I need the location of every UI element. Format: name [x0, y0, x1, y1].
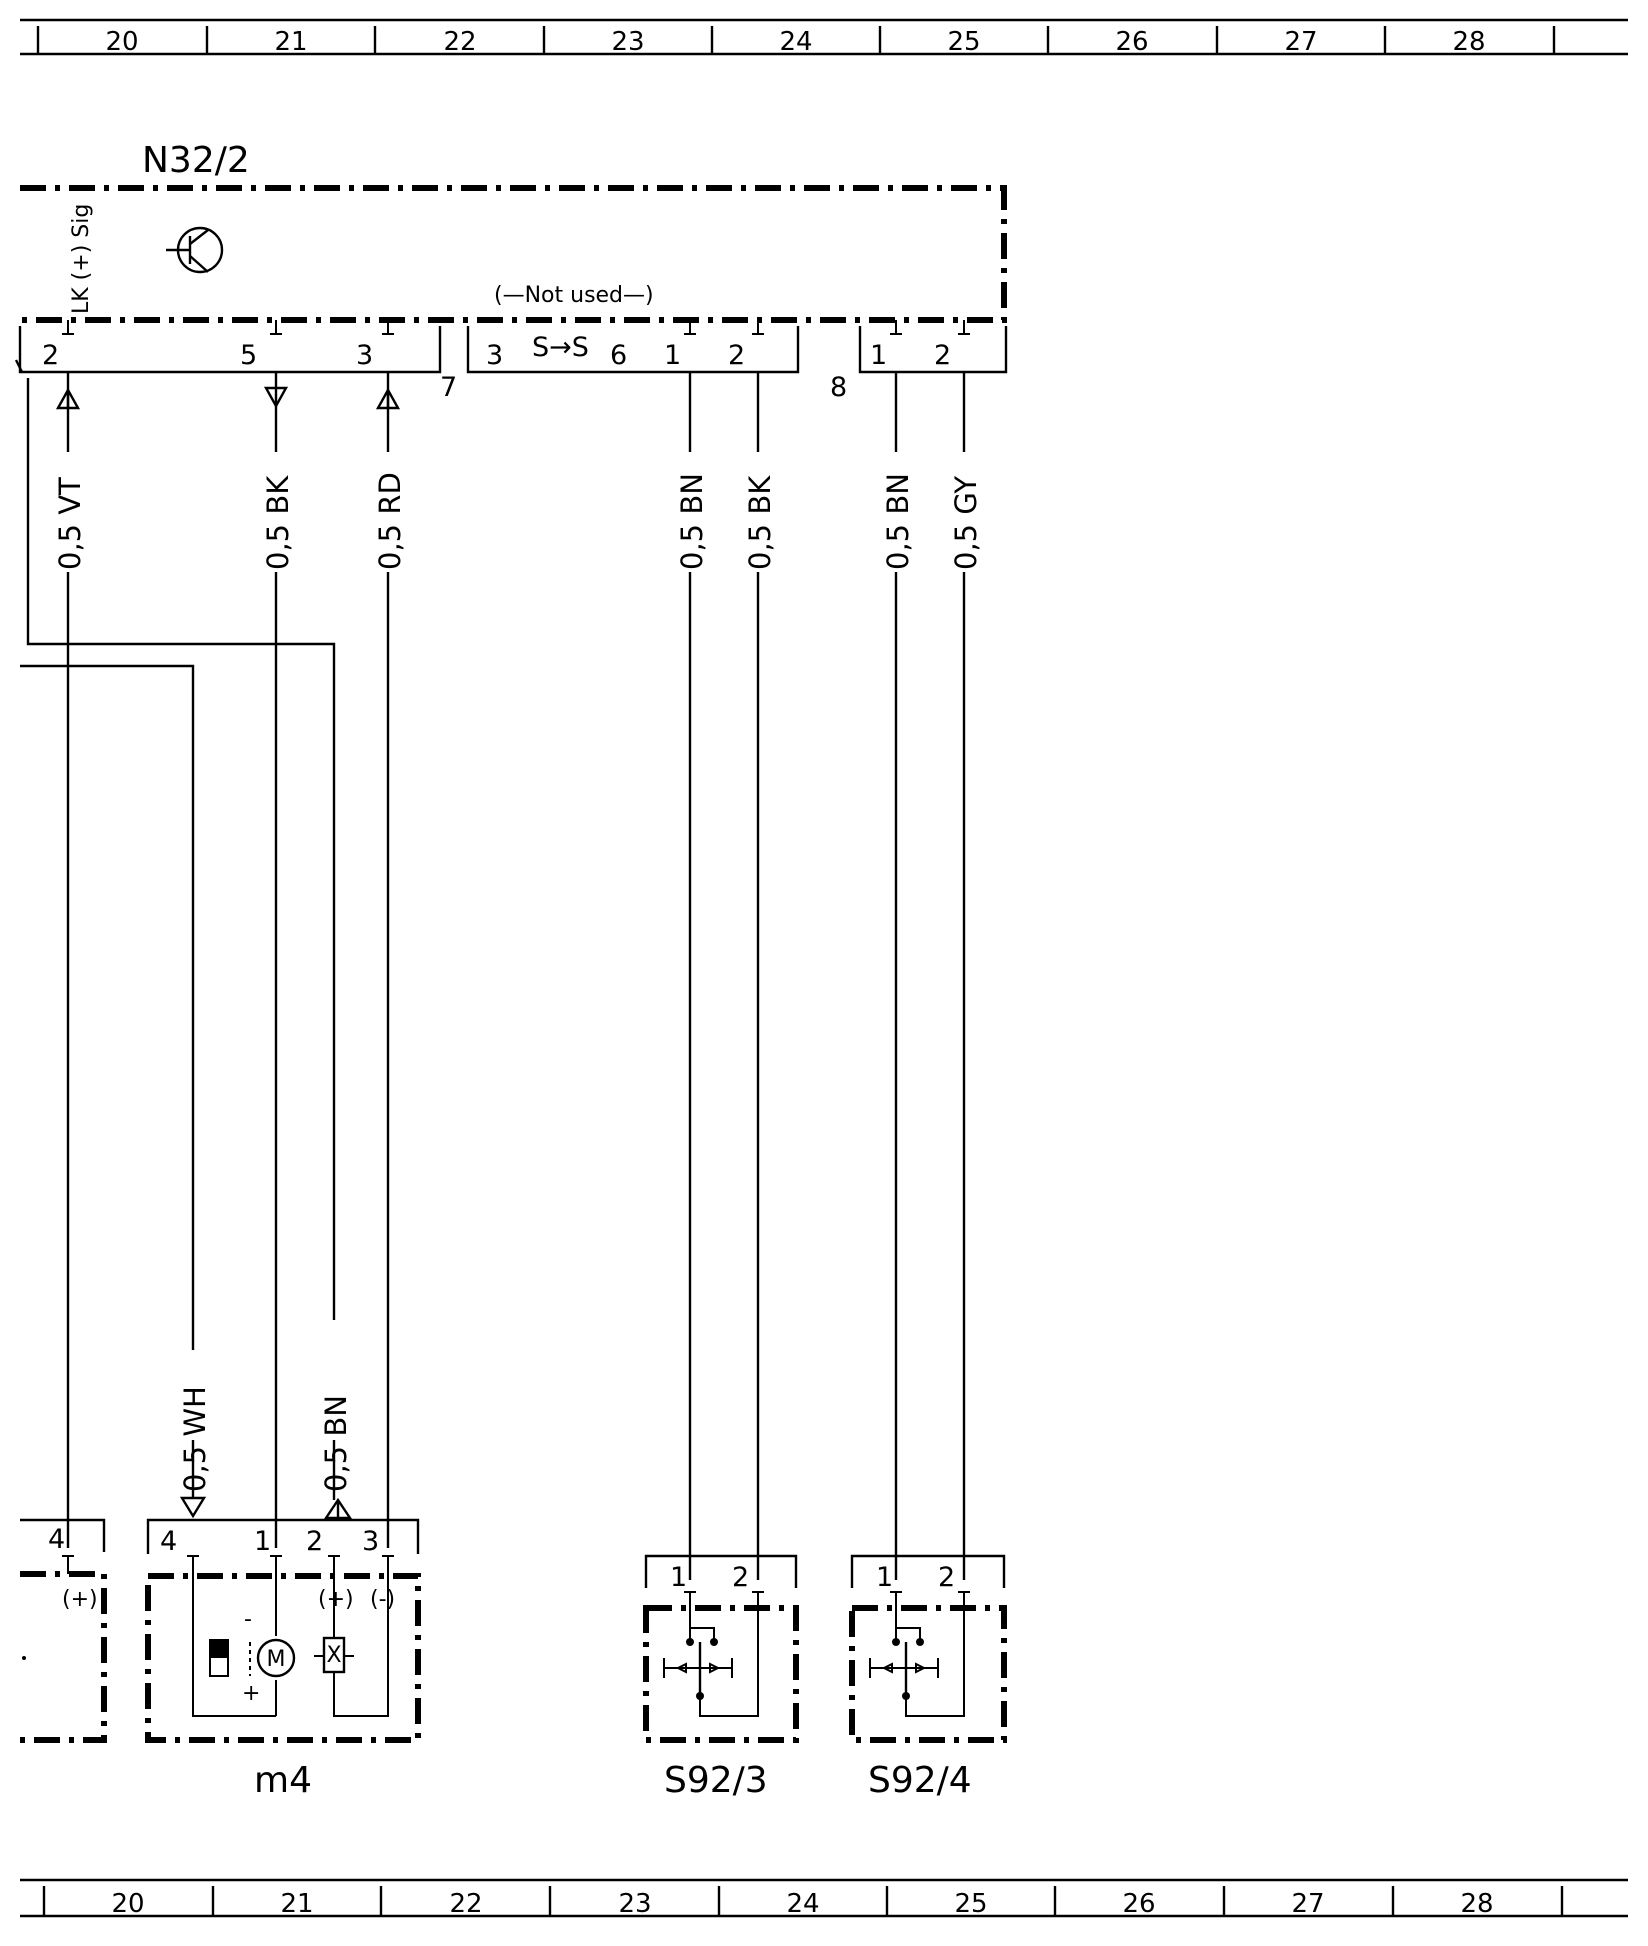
grid-col-20-bottom: 20 [111, 1889, 144, 1919]
bottom-grid-ruler: 20 21 22 23 24 25 26 27 28 [20, 1878, 1628, 1919]
s92-4-frame [849, 1605, 1007, 1743]
module-frame [20, 185, 1007, 323]
m4-polarity-minus: (-) [370, 1587, 395, 1612]
module-id-label: N32/2 [142, 140, 250, 181]
conn-7-pin-6: 6 [610, 340, 627, 371]
m4-polarity-plus: (+) [318, 1587, 354, 1612]
grid-col-25-bottom: 25 [954, 1889, 987, 1919]
component-s92-3: 1 2 S92/3 [643, 1554, 799, 1801]
grid-col-27-bottom: 27 [1291, 1889, 1324, 1919]
module-connectors: 2 5 3 7 3 S→S 6 1 2 8 1 2 [18, 320, 1008, 403]
grid-col-28: 28 [1452, 27, 1485, 57]
m4-frame [145, 1573, 421, 1743]
m4-sign-plus: + [242, 1681, 260, 1706]
conn-7-label: 7 [440, 372, 457, 403]
wire-label-gy-8: 0,5 GY [949, 476, 983, 570]
grid-col-22: 22 [443, 27, 476, 57]
svg-text:M: M [267, 1647, 286, 1672]
m4-pin-1: 1 [254, 1526, 271, 1557]
left-partial-polarity: (+) [62, 1587, 98, 1612]
position-switch-icon [209, 1639, 229, 1677]
transistor-icon [166, 226, 224, 274]
grid-col-28-bottom: 28 [1460, 1889, 1493, 1919]
left-partial-pin-4: 4 [48, 1524, 65, 1555]
svg-text:X: X [326, 1643, 341, 1668]
control-module-n32-2: N32/2 LK (+) Sig (—Not used—) [20, 140, 1007, 323]
grid-col-24-bottom: 24 [786, 1889, 819, 1919]
component-left-partial: 4 (+) [20, 1518, 107, 1743]
conn-7-pin-2: 2 [728, 340, 745, 371]
wire-label-wh: 0,5 WH [178, 1386, 212, 1492]
pin-5: 5 [240, 340, 257, 371]
splice-symbol: S→S [532, 332, 589, 363]
wire-label-rd: 0,5 RD [373, 472, 407, 570]
grid-col-22-bottom: 22 [449, 1889, 482, 1919]
component-s92-4: 1 2 S92/4 [849, 1554, 1007, 1801]
signal-arrows [55, 386, 401, 1520]
s92-4-pin-2: 2 [938, 1562, 955, 1593]
conn-8-label: 8 [830, 372, 847, 403]
sensor-icon: X [314, 1636, 354, 1674]
s92-3-pin-2: 2 [732, 1562, 749, 1593]
s92-4-switch-icon [869, 1592, 965, 1717]
grid-col-25: 25 [947, 27, 980, 57]
component-m4: 4 1 2 3 (+) (-) M - + X m4 [145, 1518, 421, 1801]
wire-label-bn-7: 0,5 BN [675, 473, 709, 570]
m4-sign-minus: - [244, 1607, 252, 1632]
s92-3-pin-1: 1 [670, 1562, 687, 1593]
grid-col-21: 21 [274, 27, 307, 57]
m4-pin-3: 3 [362, 1526, 379, 1557]
pin-3-left: 3 [356, 340, 373, 371]
conn-8-pin-1: 1 [870, 340, 887, 371]
wire-label-bk: 0,5 BK [261, 475, 295, 570]
grid-col-23: 23 [611, 27, 644, 57]
m4-id-label: m4 [254, 1760, 312, 1801]
grid-col-27: 27 [1284, 27, 1317, 57]
pin-function-label: LK (+) Sig [69, 204, 94, 314]
m4-pin-2: 2 [306, 1526, 323, 1557]
grid-col-20: 20 [105, 27, 138, 57]
motor-icon: M [256, 1638, 296, 1678]
s92-3-frame [643, 1605, 799, 1743]
m4-pin-4: 4 [160, 1526, 177, 1557]
pin-2-left: 2 [42, 340, 59, 371]
conn-7-pin-1: 1 [664, 340, 681, 371]
not-used-note: (—Not used—) [494, 283, 654, 308]
s92-4-id-label: S92/4 [868, 1760, 972, 1801]
wire-paths [14, 359, 966, 1580]
wire-labels: 0,5 VT 0,5 BK 0,5 RD 0,5 BN 0,5 BK 0,5 B… [53, 472, 983, 1492]
grid-col-21-bottom: 21 [280, 1889, 313, 1919]
wire-label-bk-7: 0,5 BK [743, 475, 777, 570]
grid-col-26: 26 [1115, 27, 1148, 57]
conn-7-pin-3: 3 [486, 340, 503, 371]
top-grid-ruler: 20 21 22 23 24 25 26 27 28 [20, 18, 1628, 57]
s92-4-pin-1: 1 [876, 1562, 893, 1593]
grid-col-23-bottom: 23 [618, 1889, 651, 1919]
wire-label-vt: 0,5 VT [53, 477, 87, 570]
s92-3-switch-icon [663, 1592, 759, 1717]
wire-label-bn-8: 0,5 BN [881, 473, 915, 570]
wire-label-bn-m4: 0,5 BN [319, 1395, 353, 1492]
grid-col-24: 24 [779, 27, 812, 57]
grid-col-26-bottom: 26 [1122, 1889, 1155, 1919]
s92-3-id-label: S92/3 [664, 1760, 768, 1801]
conn-8-pin-2: 2 [934, 340, 951, 371]
